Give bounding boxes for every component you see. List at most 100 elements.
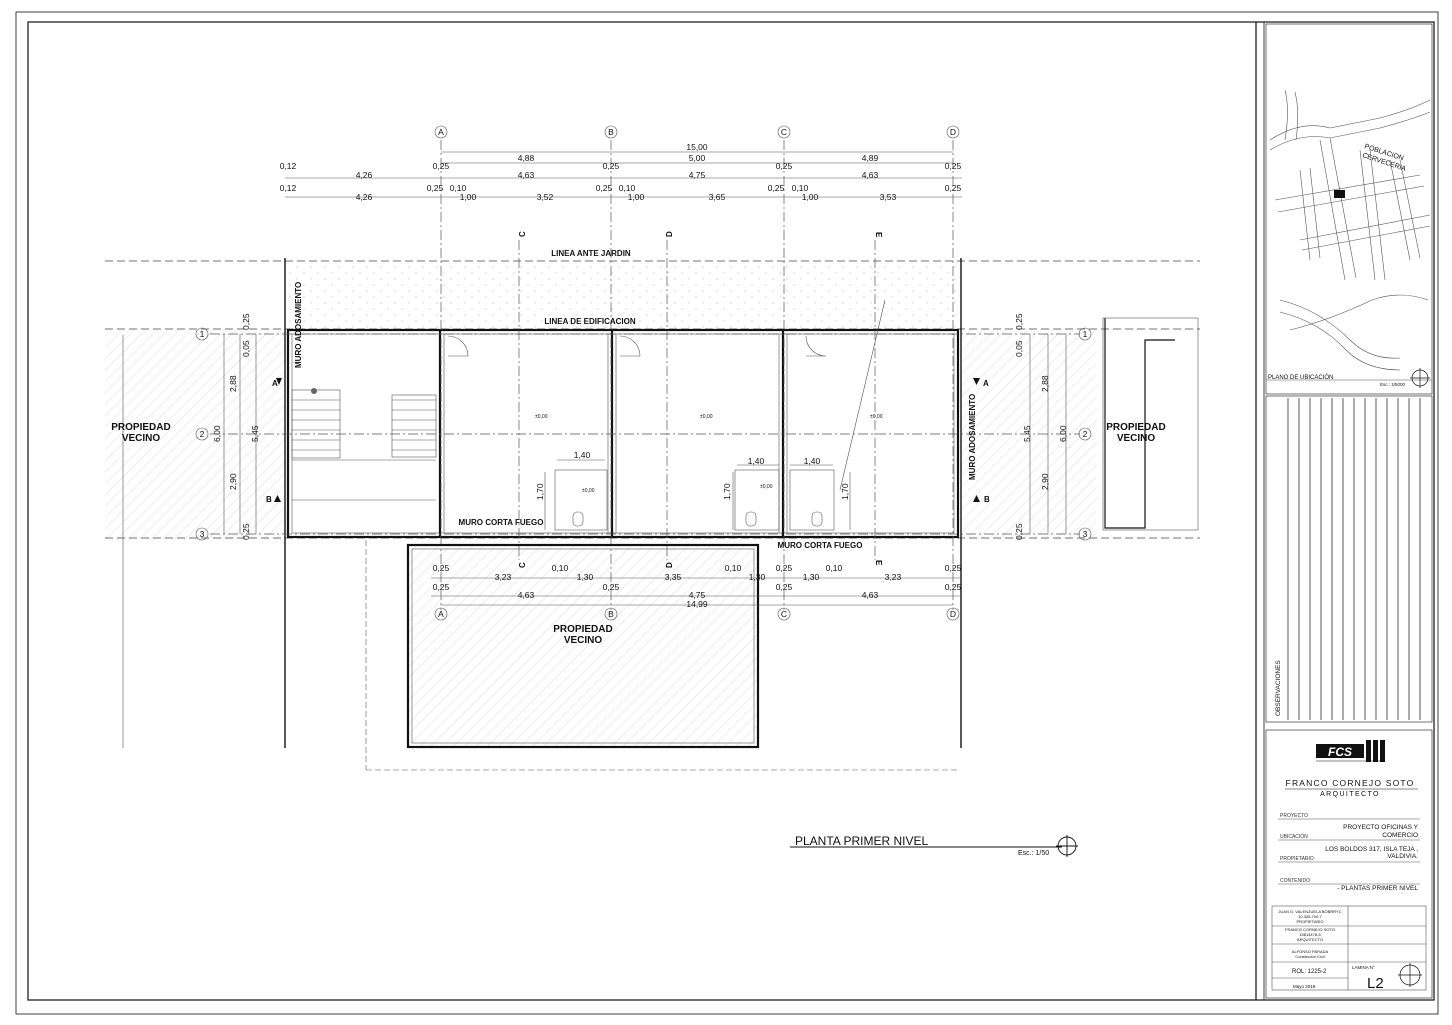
bathroom-1 bbox=[554, 469, 608, 531]
svg-text:1: 1 bbox=[1083, 329, 1088, 339]
propiedad-vecino-left-2: VECINO bbox=[122, 433, 161, 444]
svg-text:0,10: 0,10 bbox=[619, 183, 636, 193]
svg-text:4,63: 4,63 bbox=[862, 590, 879, 600]
field-ubicacion: UBICACIÓN bbox=[1280, 833, 1308, 840]
location-plan-scale: Esc.: 1/5000 bbox=[1380, 382, 1406, 387]
value-ubicacion-2: VALDIVIA. bbox=[1387, 853, 1418, 860]
sig-2-role: ARQUITECTO bbox=[1297, 937, 1323, 942]
neighbor-right-zone bbox=[962, 330, 1097, 540]
svg-text:E: E bbox=[874, 232, 883, 238]
observations-label: OBSERVACIONES bbox=[1275, 660, 1282, 716]
value-proyecto-2: COMERCIO bbox=[1382, 832, 1418, 839]
svg-text:1,40: 1,40 bbox=[574, 450, 591, 460]
svg-text:0,25: 0,25 bbox=[241, 523, 251, 540]
svg-text:FCS: FCS bbox=[1328, 745, 1352, 759]
bathroom-2 bbox=[734, 469, 780, 531]
svg-text:5,45: 5,45 bbox=[1022, 425, 1032, 442]
svg-text:0,25: 0,25 bbox=[945, 582, 962, 592]
architect-name: FRANCO CORNEJO SOTO bbox=[1286, 778, 1415, 788]
axis-bubble-b-top: B bbox=[604, 125, 618, 139]
svg-text:3: 3 bbox=[1083, 529, 1088, 539]
location-map bbox=[1269, 89, 1431, 371]
sig-1-role: PROPIETARIO bbox=[1296, 919, 1323, 924]
svg-text:B: B bbox=[984, 495, 990, 504]
svg-text:0,25: 0,25 bbox=[945, 161, 962, 171]
svg-text:3: 3 bbox=[200, 529, 205, 539]
svg-text:D: D bbox=[665, 231, 674, 237]
svg-text:6,00: 6,00 bbox=[212, 425, 222, 442]
axis-bubble-a-top: A bbox=[434, 125, 448, 139]
stair-treads bbox=[292, 399, 436, 451]
svg-text:0,25: 0,25 bbox=[945, 563, 962, 573]
location-plan-frame bbox=[1265, 23, 1433, 395]
svg-text:1,40: 1,40 bbox=[748, 456, 765, 466]
svg-text:1,30: 1,30 bbox=[749, 572, 766, 582]
svg-text:0,05: 0,05 bbox=[1014, 340, 1024, 357]
svg-text:C: C bbox=[518, 562, 527, 568]
svg-text:C: C bbox=[518, 231, 527, 237]
axis-bubble-c-bottom: C bbox=[777, 607, 791, 621]
rol: ROL: 1225-2 bbox=[1292, 969, 1327, 975]
svg-text:0,25: 0,25 bbox=[241, 313, 251, 330]
linea-ante-jardin-label: LINEA ANTE JARDIN bbox=[551, 249, 631, 258]
axis-bubble-c-top: C bbox=[777, 125, 791, 139]
svg-text:C: C bbox=[781, 127, 787, 137]
svg-text:14,99: 14,99 bbox=[686, 599, 708, 609]
svg-text:A: A bbox=[983, 379, 989, 388]
svg-text:1,70: 1,70 bbox=[840, 483, 850, 500]
svg-text:0,25: 0,25 bbox=[768, 183, 785, 193]
svg-text:15,00: 15,00 bbox=[686, 142, 708, 152]
value-proyecto-1: PROYECTO OFICINAS Y bbox=[1343, 824, 1419, 831]
svg-text:2,90: 2,90 bbox=[1040, 473, 1050, 490]
svg-text:A: A bbox=[272, 379, 278, 388]
svg-text:1,30: 1,30 bbox=[803, 572, 820, 582]
svg-text:2,88: 2,88 bbox=[1040, 375, 1050, 392]
sig-3-name: ALFONSO PARADA bbox=[1292, 949, 1329, 954]
observations-frame bbox=[1265, 395, 1433, 723]
svg-text:3,53: 3,53 bbox=[880, 192, 897, 202]
site-location-marker bbox=[1334, 190, 1345, 198]
svg-text:4,75: 4,75 bbox=[689, 590, 706, 600]
svg-text:0,05: 0,05 bbox=[241, 340, 251, 357]
building-outline bbox=[286, 328, 960, 539]
svg-text:4,89: 4,89 bbox=[862, 153, 879, 163]
svg-text:6,00: 6,00 bbox=[1058, 425, 1068, 442]
axis-bubbles: A B C D A B C D 1 2 3 1 2 3 bbox=[195, 125, 1092, 621]
drawing-title-block: PLANTA PRIMER NIVEL Esc.: 1/50 bbox=[790, 834, 1078, 857]
svg-text:4,75: 4,75 bbox=[689, 170, 706, 180]
svg-text:B: B bbox=[608, 127, 614, 137]
svg-text:3,65: 3,65 bbox=[709, 192, 726, 202]
svg-text:A: A bbox=[438, 127, 444, 137]
field-contenido: CONTENIDO bbox=[1280, 878, 1310, 884]
svg-text:0,25: 0,25 bbox=[1014, 523, 1024, 540]
svg-text:0,12: 0,12 bbox=[280, 183, 297, 193]
plan-labels: LINEA ANTE JARDIN LINEA DE EDIFICACION M… bbox=[111, 249, 1165, 646]
right-dimensions: 0,25 0,05 2,88 2,90 5,45 6,00 0,25 bbox=[1014, 313, 1068, 540]
signature-table bbox=[1271, 905, 1427, 991]
svg-text:C: C bbox=[781, 609, 787, 619]
svg-text:2,90: 2,90 bbox=[228, 473, 238, 490]
front-garden-zone bbox=[288, 262, 960, 328]
svg-text:2: 2 bbox=[200, 429, 205, 439]
svg-text:1,70: 1,70 bbox=[535, 483, 545, 500]
svg-text:4,63: 4,63 bbox=[862, 170, 879, 180]
lamina-value: L2 bbox=[1367, 975, 1384, 992]
svg-text:0,25: 0,25 bbox=[596, 183, 613, 193]
value-ubicacion-1: LOS BOLDOS 317, ISLA TEJA , bbox=[1325, 846, 1418, 853]
svg-text:D: D bbox=[950, 609, 956, 619]
lamina-label: LAMINA N° bbox=[1352, 965, 1375, 970]
muro-corta-fuego-2: MURO CORTA FUEGO bbox=[778, 541, 863, 550]
svg-text:0,25: 0,25 bbox=[603, 582, 620, 592]
axis-bubble-b-bottom: B bbox=[604, 607, 618, 621]
svg-text:E: E bbox=[874, 560, 883, 566]
propiedad-vecino-right-2: VECINO bbox=[1117, 433, 1156, 444]
axis-bubble-3-right: 3 bbox=[1078, 527, 1092, 541]
drawing-scale: Esc.: 1/50 bbox=[1018, 850, 1049, 857]
svg-text:0,25: 0,25 bbox=[603, 161, 620, 171]
axis-bubble-1-left: 1 bbox=[195, 327, 209, 341]
svg-text:0,25: 0,25 bbox=[433, 582, 450, 592]
svg-text:1,40: 1,40 bbox=[804, 456, 821, 466]
axis-bubble-1-right: 1 bbox=[1078, 327, 1092, 341]
svg-text:±0,00: ±0,00 bbox=[582, 488, 595, 494]
